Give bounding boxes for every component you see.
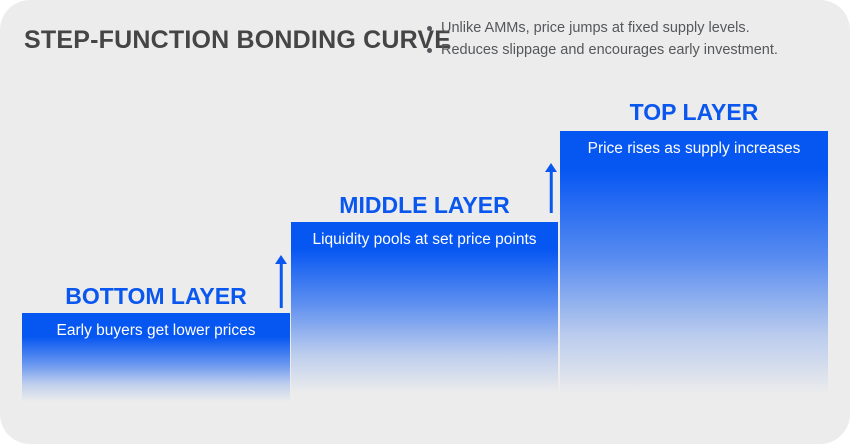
bullet-icon bbox=[427, 25, 432, 31]
bottom-layer-heading: BOTTOM LAYER bbox=[65, 283, 247, 309]
key-point-text: Unlike AMMs, price jumps at fixed supply… bbox=[441, 20, 750, 36]
bottom-layer-block: Early buyers get lower prices bbox=[22, 313, 290, 444]
arrow-head bbox=[545, 163, 557, 172]
up-arrow-icon bbox=[274, 255, 288, 308]
middle-layer-heading: MIDDLE LAYER bbox=[339, 192, 510, 218]
middle-layer-block: Liquidity pools at set price points bbox=[291, 222, 558, 444]
key-points-list: Unlike AMMs, price jumps at fixed supply… bbox=[427, 20, 778, 64]
page-title: STEP-FUNCTION BONDING CURVE bbox=[24, 26, 452, 54]
bottom-layer-description: Early buyers get lower prices bbox=[56, 322, 256, 339]
middle-layer-description: Liquidity pools at set price points bbox=[312, 231, 537, 248]
arrow-head bbox=[275, 255, 287, 264]
top-layer-heading: TOP LAYER bbox=[629, 99, 759, 125]
list-item: Unlike AMMs, price jumps at fixed supply… bbox=[427, 20, 778, 36]
top-layer-description: Price rises as supply increases bbox=[587, 140, 801, 157]
bullet-icon bbox=[427, 47, 432, 53]
up-arrow-icon bbox=[544, 163, 558, 213]
key-point-text: Reduces slippage and encourages early in… bbox=[441, 42, 778, 58]
arrow-shaft bbox=[279, 262, 283, 308]
top-layer-block: Price rises as supply increases bbox=[560, 131, 828, 444]
list-item: Reduces slippage and encourages early in… bbox=[427, 42, 778, 58]
arrow-shaft bbox=[549, 170, 553, 213]
